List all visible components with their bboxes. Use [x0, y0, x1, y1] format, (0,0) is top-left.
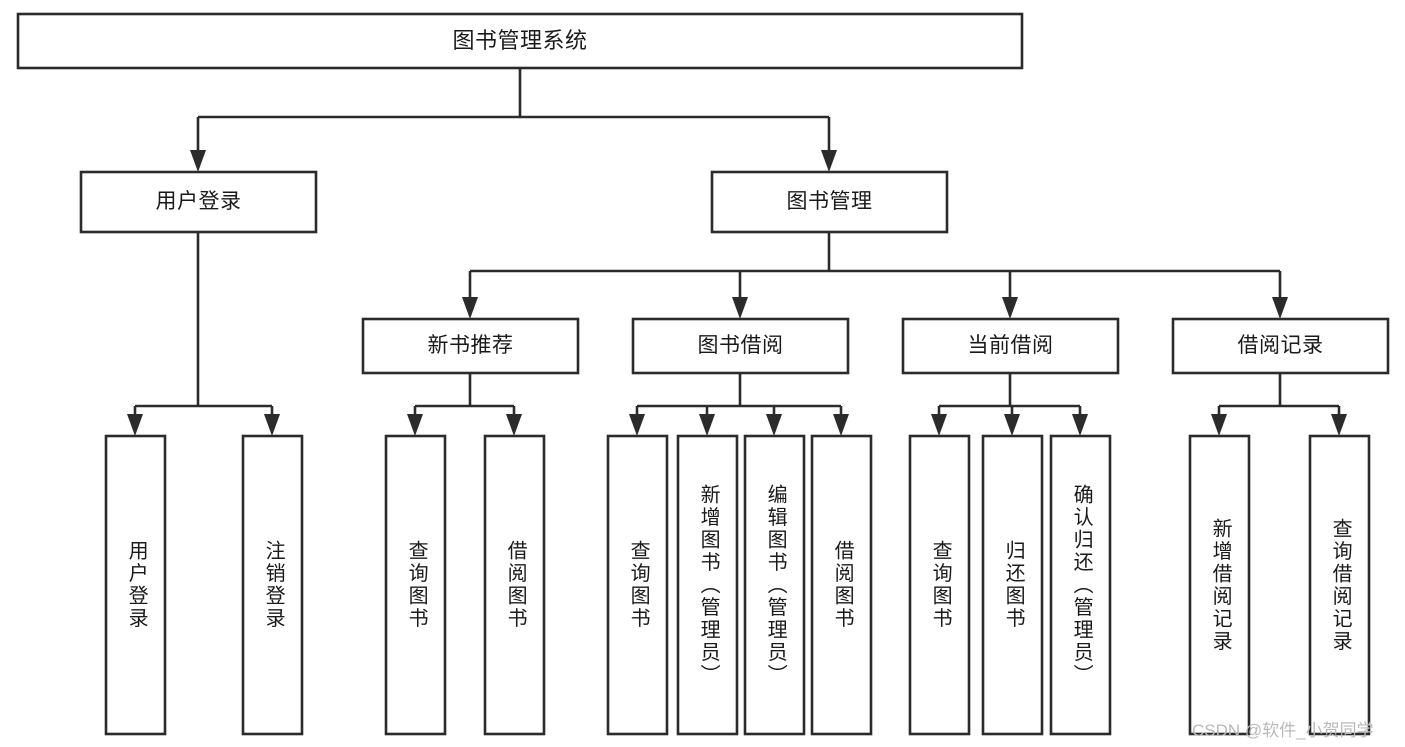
node-box-current-borrow[interactable] [901, 317, 1120, 375]
arrow-head-current_to_leaves-0 [931, 414, 947, 436]
arrow-head-current_to_leaves-1 [1004, 414, 1020, 436]
arrow-head-borrow_to_leaves-3 [833, 414, 849, 436]
arrow-head-recommend_to_leaves-1 [506, 414, 522, 436]
node-box-leaf-logout[interactable] [241, 434, 304, 736]
node-box-leaf-query-book-1[interactable] [384, 434, 447, 736]
node-box-book-borrow[interactable] [631, 317, 850, 375]
node-box-leaf-borrow-book-1[interactable] [483, 434, 546, 736]
node-box-leaf-return-book[interactable] [981, 434, 1044, 736]
arrow-head-borrow_to_leaves-2 [766, 414, 782, 436]
arrow-head-root_to_level2-0 [190, 150, 206, 172]
node-box-leaf-user-login[interactable] [104, 434, 167, 736]
node-box-leaf-add-book[interactable] [676, 434, 739, 736]
node-box-leaf-query-record[interactable] [1308, 434, 1371, 736]
arrow-head-borrow_to_leaves-1 [699, 414, 715, 436]
arrow-head-book_manage_to_level3-2 [1002, 297, 1018, 319]
arrow-head-record_to_leaves-1 [1331, 414, 1347, 436]
arrow-head-user_login_to_leaves-1 [264, 414, 280, 436]
node-box-leaf-borrow-book-2[interactable] [810, 434, 873, 736]
arrow-head-record_to_leaves-0 [1211, 414, 1227, 436]
arrow-head-borrow_to_leaves-0 [629, 414, 645, 436]
node-box-leaf-query-book-3[interactable] [908, 434, 971, 736]
node-box-root[interactable] [16, 12, 1024, 70]
node-box-borrow-record[interactable] [1171, 317, 1390, 375]
node-box-new-book-recommend[interactable] [361, 317, 580, 375]
arrow-head-recommend_to_leaves-0 [407, 414, 423, 436]
node-box-leaf-query-book-2[interactable] [606, 434, 669, 736]
arrow-head-book_manage_to_level3-3 [1272, 297, 1288, 319]
node-box-leaf-confirm-return[interactable] [1049, 434, 1112, 736]
arrow-head-book_manage_to_level3-0 [462, 297, 478, 319]
arrow-head-user_login_to_leaves-0 [127, 414, 143, 436]
edges-layer [127, 68, 1347, 436]
arrow-head-book_manage_to_level3-1 [732, 297, 748, 319]
arrow-head-root_to_level2-1 [821, 150, 837, 172]
node-box-book-manage[interactable] [710, 170, 949, 234]
boxes-layer [16, 12, 1390, 736]
node-box-leaf-edit-book[interactable] [743, 434, 806, 736]
arrow-head-current_to_leaves-2 [1072, 414, 1088, 436]
node-box-user-login[interactable] [79, 170, 318, 234]
node-box-leaf-add-record[interactable] [1188, 434, 1251, 736]
